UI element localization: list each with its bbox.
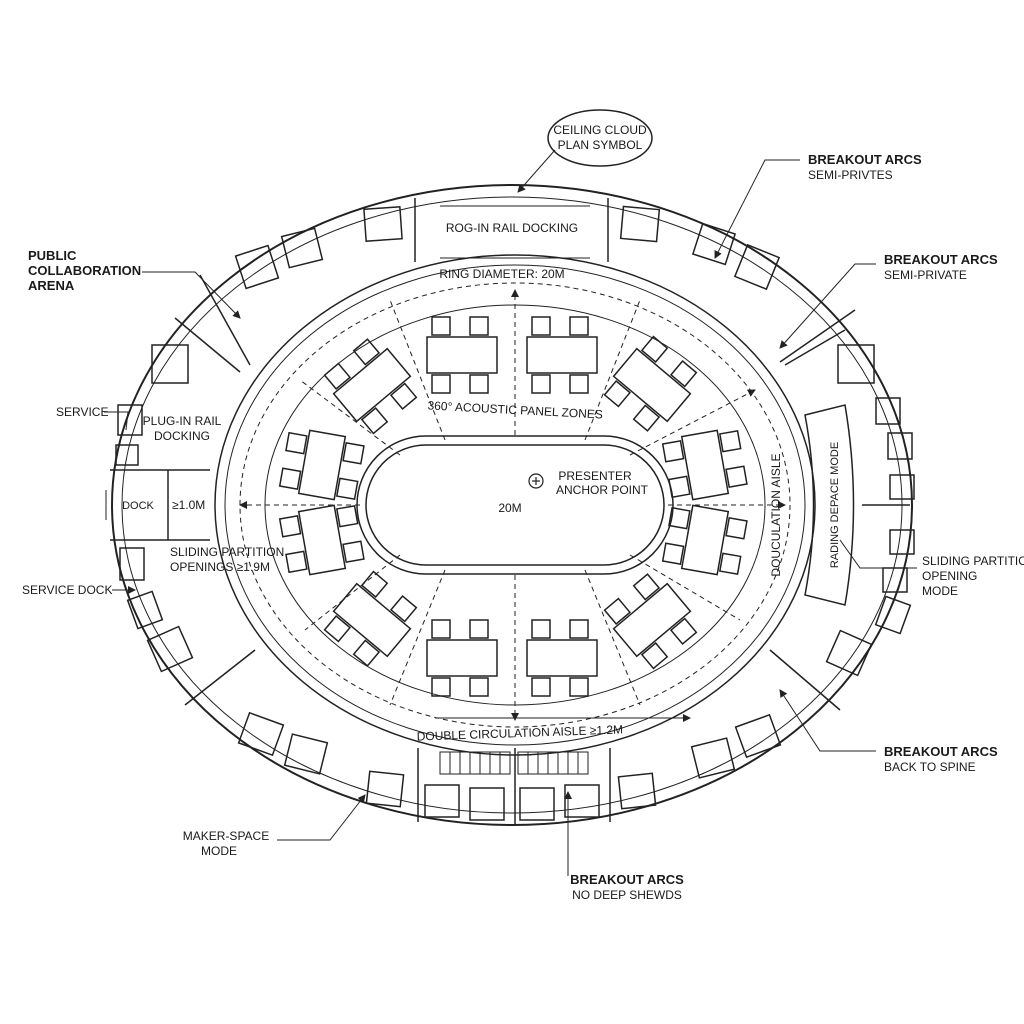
dock-width-label: ≥1.0M xyxy=(172,498,205,512)
sliding-left-line1: SLIDING PARTITION xyxy=(170,545,284,559)
breakout-bottom-sub: NO DEEP SHEWDS xyxy=(572,888,682,902)
ring-diameter-label: RING DIAMETER: 20M xyxy=(439,267,564,281)
presenter-line2: ANCHOR POINT xyxy=(556,483,649,497)
center-dimension-label: 20M xyxy=(498,501,521,515)
table-cluster-w2 xyxy=(278,504,365,576)
partition-walls xyxy=(110,198,910,826)
breakout-top-title: BREAKOUT ARCS xyxy=(808,152,922,167)
leader-lines xyxy=(104,149,917,876)
breakout-top-sub: SEMI-PRIVTES xyxy=(808,168,893,182)
table-cluster-n2 xyxy=(526,316,598,394)
sliding-right-line2: OPENING xyxy=(922,569,977,583)
acoustic-zones-label: 360° ACOUSTIC PANEL ZONES xyxy=(427,398,603,421)
ceiling-cloud-line1: CEILING CLOUD xyxy=(553,123,647,137)
table-cluster-ne xyxy=(603,335,698,432)
table-cluster-e2 xyxy=(661,504,748,576)
crosshair-icon xyxy=(528,473,544,489)
table-cluster-s2 xyxy=(526,619,598,697)
table-cluster-nw xyxy=(323,338,418,435)
maker-space-line1: MAKER-SPACE xyxy=(183,829,269,843)
maker-space-rotated-label: RADING DEPACE MODE xyxy=(829,442,841,568)
public-arena-line3: ARENA xyxy=(28,278,75,293)
table-cluster-sw xyxy=(323,570,418,667)
circulation-aisle-right-label: DOUCULATION AISLE xyxy=(769,453,783,576)
breakout-right-sub: SEMI-PRIVATE xyxy=(884,268,967,282)
presenter-line1: PRESENTER xyxy=(558,469,632,483)
central-core xyxy=(356,435,674,575)
sliding-left-line2: OPENINGS ≥1.9M xyxy=(170,560,270,574)
plugin-rail-left-line2: DOCKING xyxy=(154,429,210,443)
breakout-bottom-title: BREAKOUT ARCS xyxy=(570,872,684,887)
table-cluster-e1 xyxy=(661,429,748,501)
public-arena-line2: COLLABORATION xyxy=(28,263,141,278)
sliding-right-line3: MODE xyxy=(922,584,958,598)
sliding-right-line1: SLIDING PARTITION xyxy=(922,554,1024,568)
dock-label: DOCK xyxy=(122,500,154,512)
table-cluster-w1 xyxy=(278,429,365,501)
outer-seating xyxy=(115,205,915,821)
circulation-aisle-bottom-label: DOUBLE CIRCULATION AISLE ≥1.2M xyxy=(416,722,623,743)
table-cluster-n1 xyxy=(426,316,498,394)
breakout-lower-right-sub: BACK TO SPINE xyxy=(884,760,976,774)
stair-band-top xyxy=(439,751,589,775)
table-cluster-se xyxy=(603,573,698,670)
table-cluster-s1 xyxy=(426,619,498,697)
plugin-rail-top-label: ROG-IN RAIL DOCKING xyxy=(446,221,578,235)
service-dock-label: SERVICE DOCK xyxy=(22,583,112,597)
maker-space-line2: MODE xyxy=(201,844,237,858)
public-arena-line1: PUBLIC xyxy=(28,248,77,263)
sliding-partition-right xyxy=(804,404,855,606)
breakout-lower-right-title: BREAKOUT ARCS xyxy=(884,744,998,759)
acoustic-zone-radials xyxy=(239,289,786,721)
plugin-rail-left-line1: PLUG-IN RAIL xyxy=(143,414,222,428)
ceiling-cloud-bubble xyxy=(547,109,653,167)
outer-shell xyxy=(111,184,913,826)
ceiling-cloud-line2: PLAN SYMBOL xyxy=(558,138,643,152)
service-label: SERVICE xyxy=(56,405,108,419)
breakout-right-title: BREAKOUT ARCS xyxy=(884,252,998,267)
